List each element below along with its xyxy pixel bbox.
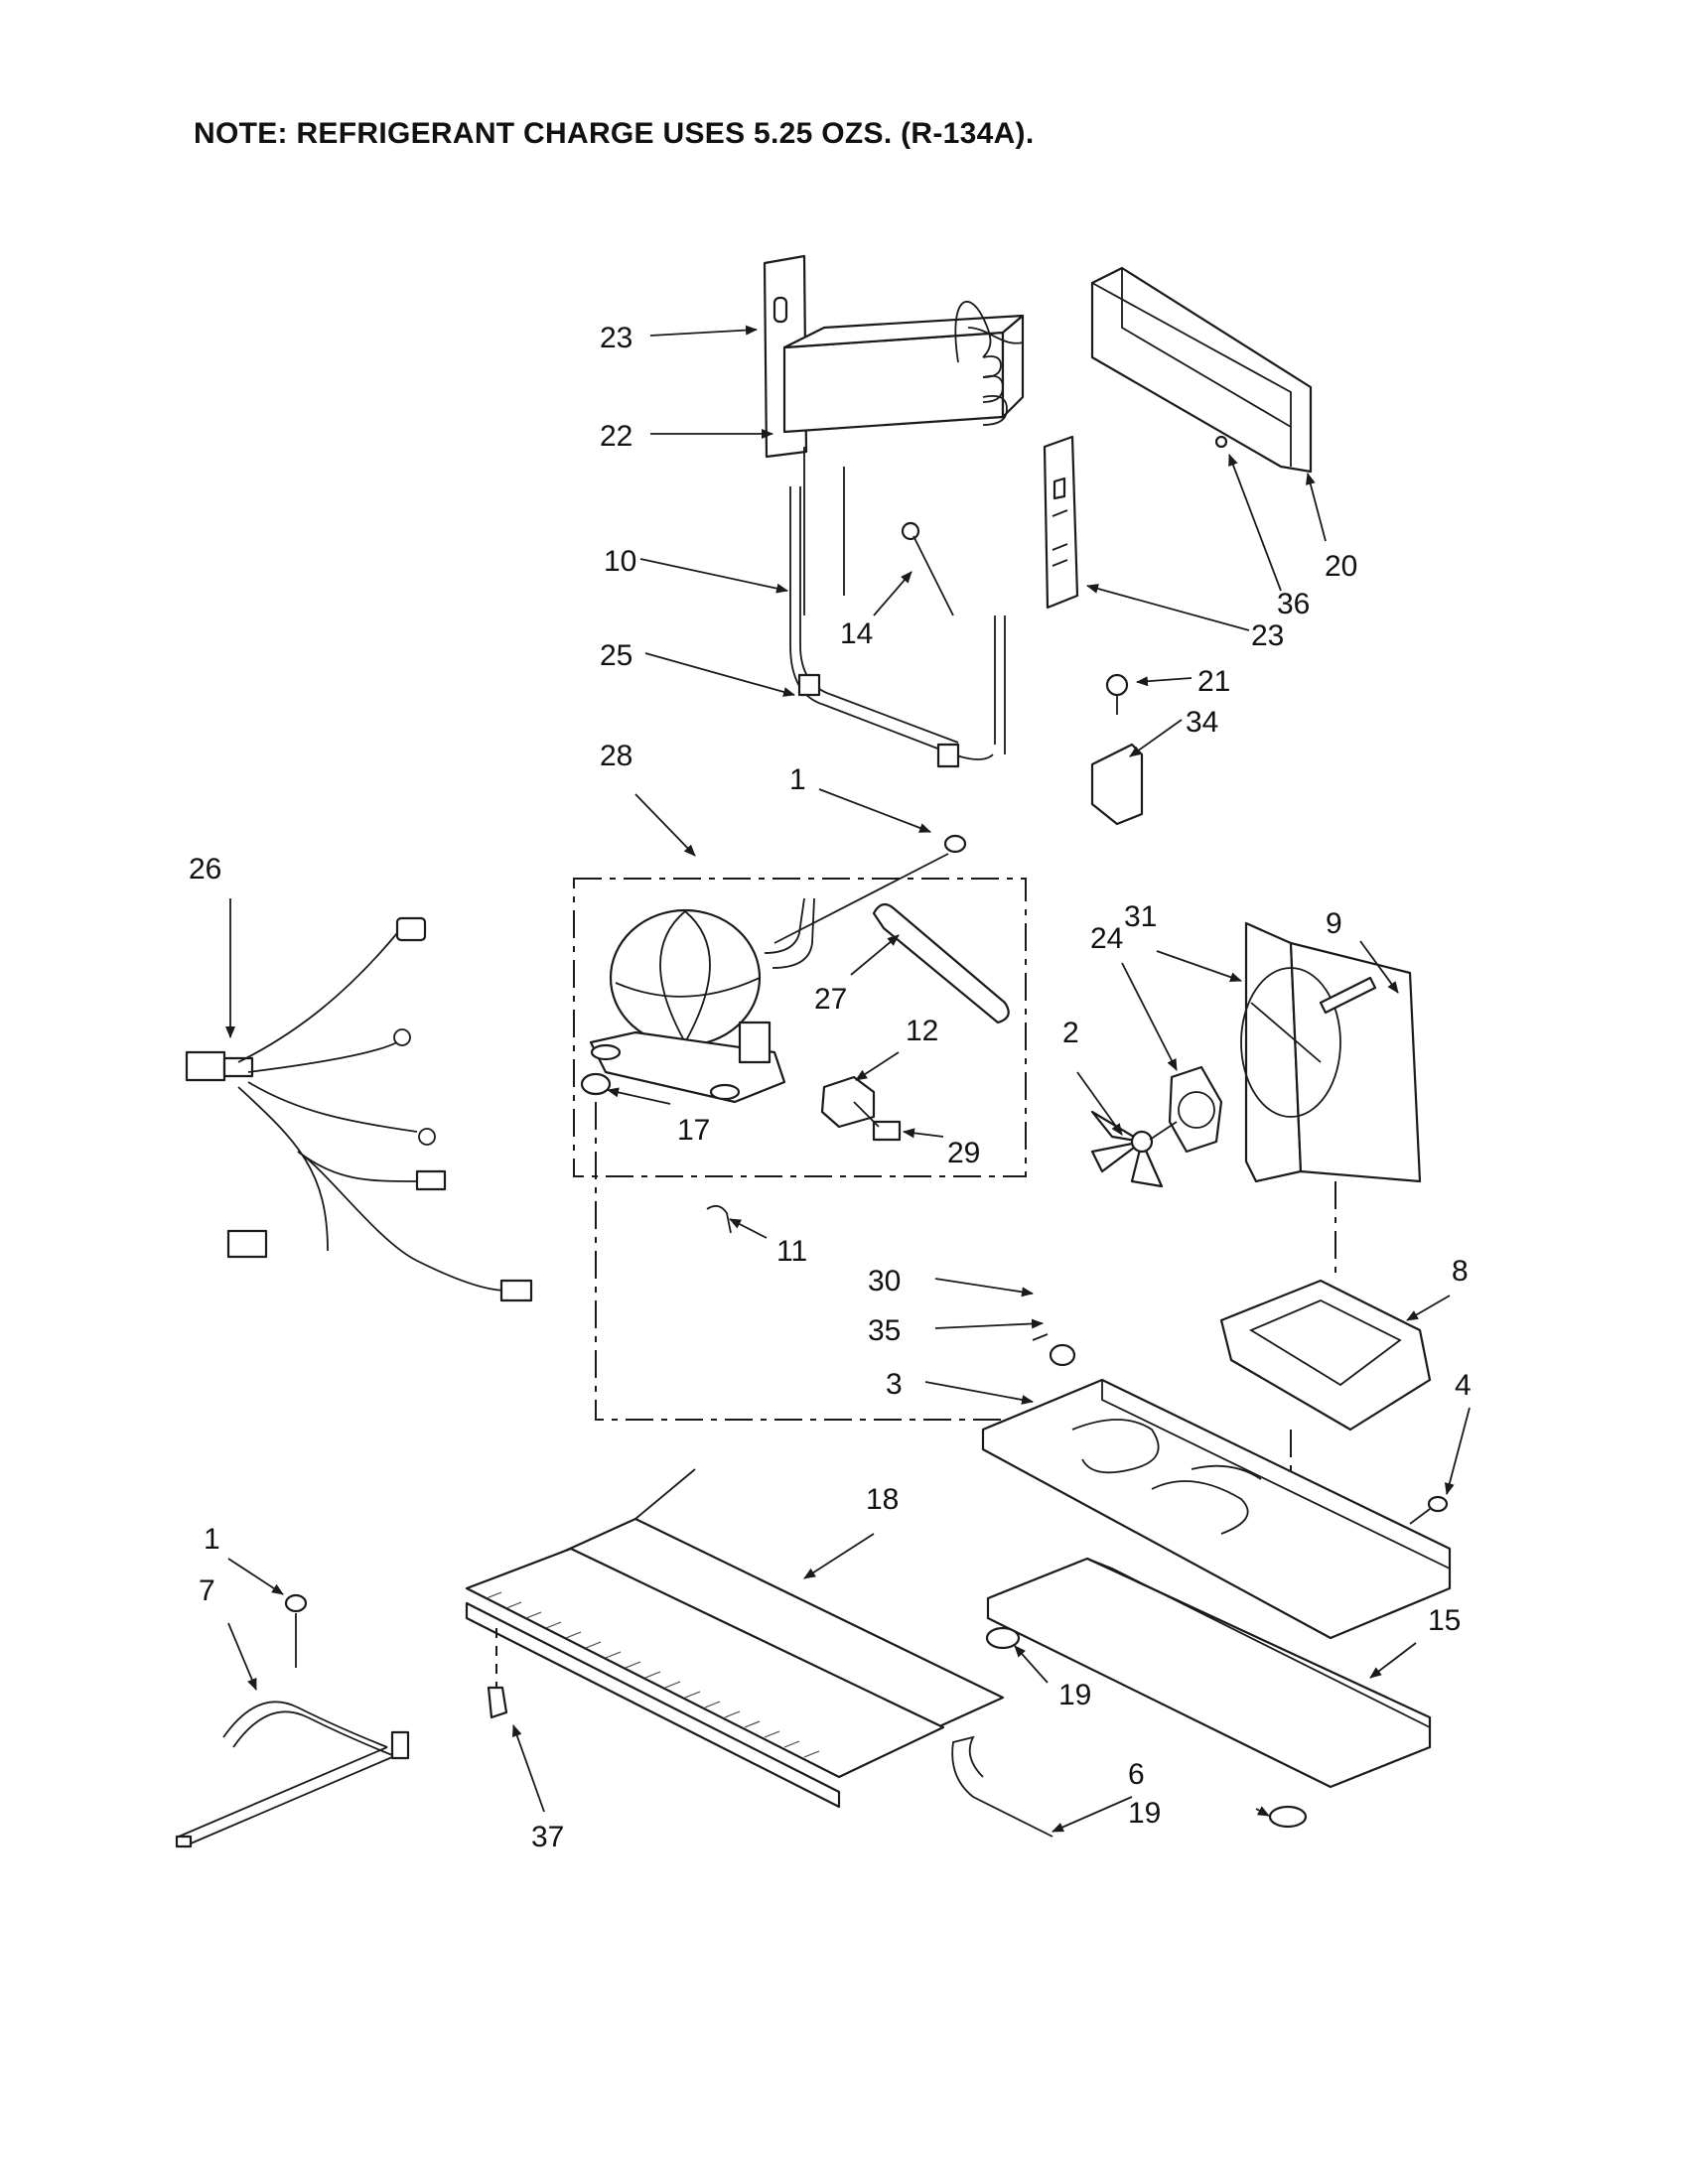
evaporator-cover — [1090, 266, 1313, 474]
condenser-fan-motor — [1168, 1065, 1223, 1154]
defrost-heater-and-trough — [789, 486, 1006, 768]
drain-pan — [986, 1557, 1432, 1789]
callout-22: 22 — [600, 420, 632, 453]
callout-18: 18 — [866, 1483, 899, 1516]
callout-15: 15 — [1428, 1604, 1461, 1637]
callout-36: 36 — [1277, 588, 1310, 620]
callout-8: 8 — [1452, 1255, 1469, 1288]
refrigerant-charge-note: NOTE: REFRIGERANT CHARGE USES 5.25 OZS. … — [194, 117, 1035, 150]
main-wire-harness — [185, 916, 533, 1302]
compressor — [589, 897, 815, 1104]
callout-19-bottom: 19 — [1128, 1797, 1161, 1830]
callout-3: 3 — [886, 1368, 903, 1401]
callout-12: 12 — [906, 1015, 938, 1047]
callout-37: 37 — [531, 1821, 564, 1853]
condenser — [465, 1468, 1005, 1809]
callout-19-top: 19 — [1058, 1679, 1091, 1711]
callout-27: 27 — [814, 983, 847, 1016]
callout-30: 30 — [868, 1265, 901, 1297]
callout-leaders — [225, 325, 1471, 1833]
callout-20: 20 — [1325, 550, 1357, 583]
fan-shroud — [1240, 921, 1422, 1183]
leveling-feet — [985, 1626, 1308, 1829]
callout-29: 29 — [947, 1137, 980, 1169]
callout-10: 10 — [604, 545, 636, 578]
callout-11: 11 — [776, 1235, 807, 1268]
screw-and-clip — [1090, 673, 1144, 826]
compressor-mount-screw — [773, 834, 967, 944]
callout-25: 25 — [600, 639, 632, 672]
condenser-fan-blade — [1090, 1110, 1178, 1188]
ground-wire-harness — [175, 1593, 410, 1848]
evaporator-bracket-right — [1043, 435, 1079, 610]
callout-9: 9 — [1326, 907, 1342, 940]
callout-1-top: 1 — [789, 763, 806, 796]
callout-31: 31 — [1124, 900, 1157, 933]
base-screw — [1409, 1495, 1449, 1525]
callout-1-bottom: 1 — [204, 1523, 220, 1556]
callout-28: 28 — [600, 740, 632, 772]
condenser-clip — [487, 1628, 508, 1719]
callout-34: 34 — [1186, 706, 1218, 739]
callout-4: 4 — [1455, 1369, 1472, 1402]
callout-17: 17 — [677, 1114, 710, 1147]
evaporator-assembly — [763, 254, 1025, 616]
callout-6: 6 — [1128, 1758, 1145, 1791]
grommet — [580, 1072, 612, 1096]
callout-35: 35 — [868, 1314, 901, 1347]
drain-tube — [951, 1735, 1053, 1838]
fan-bracket — [1219, 1279, 1432, 1432]
callout-23-left: 23 — [600, 322, 632, 354]
callout-labels: 23 22 10 14 25 23 20 36 21 34 28 1 26 27… — [189, 322, 1472, 1853]
callout-26: 26 — [189, 853, 221, 886]
callout-21: 21 — [1197, 665, 1230, 698]
callout-14: 14 — [840, 617, 873, 650]
machine-compartment-base — [981, 1333, 1452, 1640]
callout-2: 2 — [1062, 1017, 1079, 1049]
wire-clip — [706, 1204, 732, 1234]
compressor-relay-and-overload — [820, 1075, 902, 1142]
callout-23-right: 23 — [1251, 619, 1284, 652]
callout-24: 24 — [1090, 922, 1123, 955]
fan-screw — [1319, 976, 1377, 1015]
callout-7: 7 — [199, 1574, 215, 1607]
filter-drier — [872, 902, 1010, 1024]
